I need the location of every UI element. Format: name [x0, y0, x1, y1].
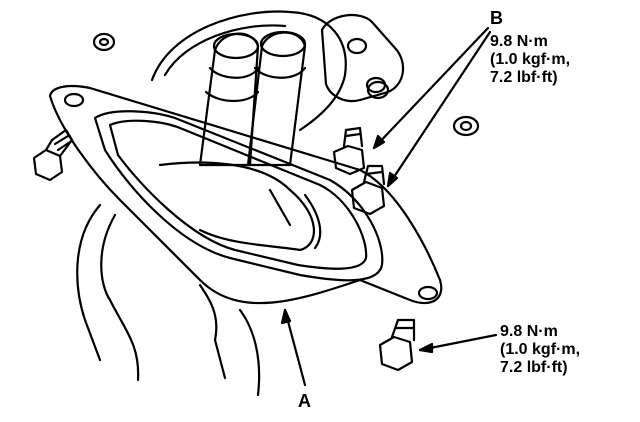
bolt-b-upper	[332, 126, 366, 176]
leader-b-lower	[386, 30, 492, 188]
cover-dome	[158, 161, 315, 252]
upper-housing-inner	[163, 24, 287, 77]
leader-bottom	[418, 333, 498, 354]
stud-washer-1	[92, 32, 116, 52]
cover-gasket-inner	[108, 119, 368, 270]
stud-washer-3	[452, 115, 480, 137]
leader-a	[280, 308, 307, 387]
flange-hole-right	[417, 285, 439, 301]
torque-b-line2: (1.0 kgf·m,	[490, 51, 571, 68]
torque-bottom-line2: (1.0 kgf·m,	[500, 341, 581, 358]
bolt-bottom	[378, 318, 416, 372]
bolt-b-lower	[350, 164, 386, 216]
callout-label-b: B	[490, 8, 503, 28]
upper-housing	[150, 10, 347, 132]
torque-spec-bottom: 9.8 N·m (1.0 kgf·m, 7.2 lbf·ft)	[500, 323, 580, 377]
lower-case	[76, 203, 102, 362]
flange-hole-left	[63, 92, 85, 108]
mounting-bracket	[320, 14, 405, 103]
callout-label-a: A	[298, 391, 311, 411]
torque-b-line3: 7.2 lbf·ft)	[490, 69, 558, 86]
bolt-left	[32, 128, 74, 182]
leader-b-upper	[372, 26, 490, 150]
torque-bottom-line3: 7.2 lbf·ft)	[500, 359, 568, 376]
torque-b-line1: 9.8 N·m	[490, 33, 548, 50]
stud-washer-2	[366, 80, 390, 100]
bracket-hole-upper	[346, 37, 368, 55]
torque-spec-b: 9.8 N·m (1.0 kgf·m, 7.2 lbf·ft)	[490, 33, 570, 87]
cover-gasket-outer	[93, 110, 384, 282]
torque-bottom-line1: 9.8 N·m	[500, 323, 558, 340]
